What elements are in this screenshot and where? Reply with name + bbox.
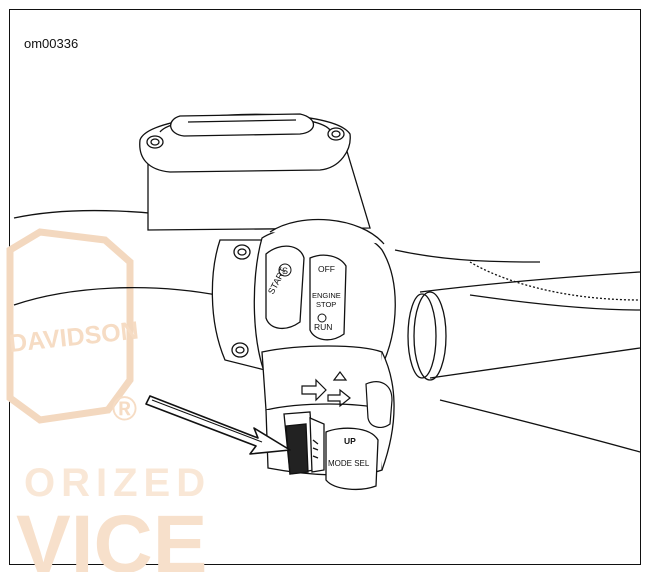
watermark: DAVIDSON ORIZED VICE ®: [6, 228, 211, 572]
hazard-icon: [332, 371, 348, 381]
mode-select-switch: UP MODE SEL: [324, 427, 379, 491]
start-button: S START: [265, 245, 305, 329]
watermark-line-bottom: VICE: [16, 499, 207, 572]
right-turn-arrow-icon: [301, 378, 327, 402]
master-cylinder: [139, 113, 371, 231]
engine-label: ENGINE: [312, 291, 341, 300]
watermark-registered: ®: [112, 390, 137, 428]
turn-signal-switch: [301, 371, 393, 428]
mode-sel-label: MODE SEL: [328, 459, 370, 468]
rocker-switch: [283, 411, 325, 475]
start-symbol: S: [282, 266, 288, 276]
stop-label: STOP: [316, 300, 336, 309]
off-label: OFF: [318, 264, 335, 274]
watermark-line-top: ORIZED: [24, 461, 211, 505]
engine-stop-switch: OFF ENGINE STOP RUN: [309, 254, 347, 341]
watermark-brand: DAVIDSON: [8, 317, 140, 358]
callout-arrow: [145, 395, 291, 455]
up-label: UP: [344, 436, 356, 446]
handlebar-grip-right: [394, 249, 641, 453]
run-label: RUN: [314, 322, 332, 332]
left-turn-arrow-icon: [327, 388, 351, 408]
figure-id: om00336: [24, 36, 79, 51]
watermark-shield: [6, 228, 134, 424]
